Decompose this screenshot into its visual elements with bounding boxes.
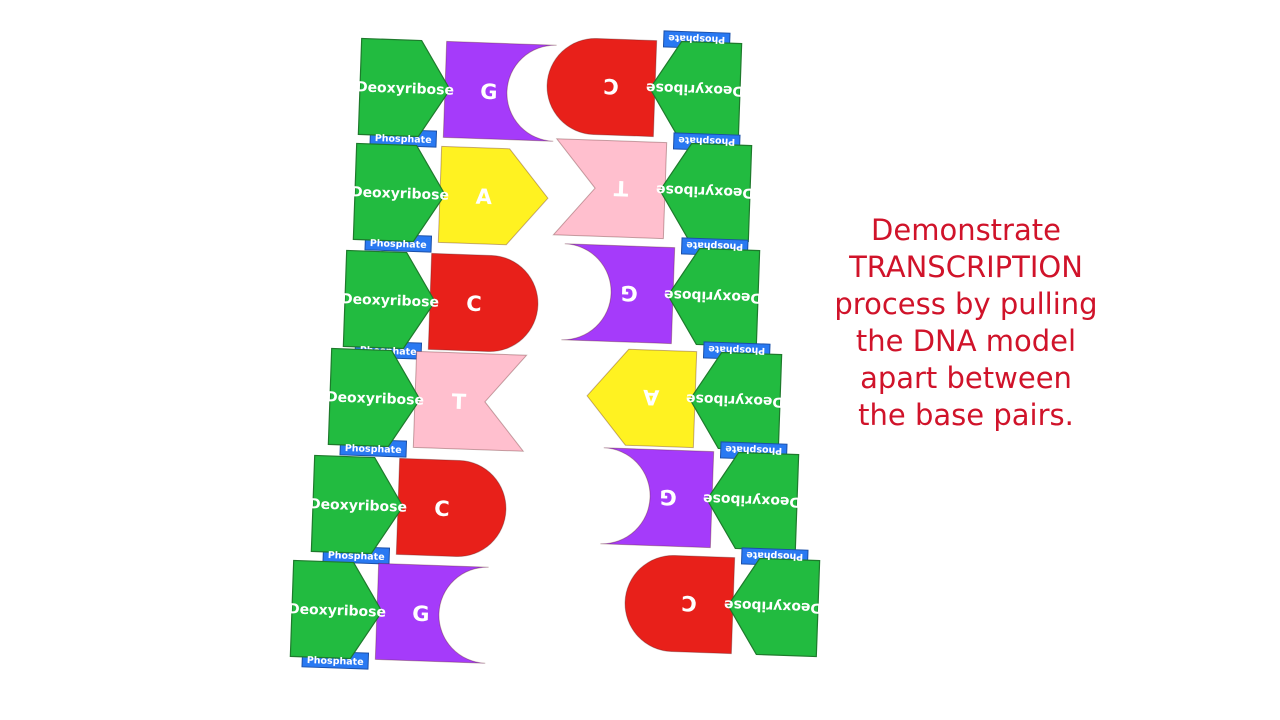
caption-line: the base pairs.	[858, 398, 1074, 432]
base-shape	[427, 252, 539, 352]
left-nucleotide-6: Deoxyribose Phosphate G	[288, 559, 489, 670]
phosphate-label: Phosphate	[345, 443, 402, 456]
left-nucleotide-3: Deoxyribose Phosphate C	[341, 249, 539, 360]
deoxyribose-label: Deoxyribose	[646, 79, 745, 98]
deoxyribose-label: Deoxyribose	[356, 79, 455, 98]
right-nucleotide-3: Deoxyribose Phosphate G	[561, 237, 763, 348]
deoxyribose-label: Deoxyribose	[326, 389, 425, 408]
base-shape	[546, 38, 658, 138]
base-shape	[395, 457, 507, 557]
base-shape	[374, 562, 489, 664]
phosphate-label: Phosphate	[375, 133, 432, 146]
deoxyribose-label: Deoxyribose	[664, 286, 763, 305]
base-shape	[586, 348, 698, 449]
instruction-caption: Demonstrate TRANSCRIPTION process by pul…	[826, 212, 1106, 434]
caption-line: Demonstrate	[871, 213, 1061, 247]
base-shape	[412, 350, 528, 452]
base-shape	[624, 555, 736, 655]
base-letter: C	[466, 292, 482, 317]
base-letter: C	[681, 591, 697, 616]
deoxyribose-label: Deoxyribose	[309, 496, 408, 515]
deoxyribose-sugar	[727, 557, 821, 658]
base-letter: C	[603, 74, 619, 99]
base-letter: T	[613, 176, 629, 201]
left-nucleotide-1: Deoxyribose Phosphate G	[356, 37, 557, 148]
phosphate-label: Phosphate	[678, 134, 735, 147]
phosphate-label: Phosphate	[708, 343, 765, 356]
phosphate-label: Phosphate	[668, 32, 725, 45]
deoxyribose-label: Deoxyribose	[341, 291, 440, 310]
base-letter: A	[475, 185, 493, 210]
left-dna-strand: Deoxyribose Phosphate G Deoxyribose Phos…	[288, 37, 557, 670]
right-nucleotide-6: Deoxyribose Phosphate C	[624, 547, 823, 658]
caption-line: TRANSCRIPTION	[849, 250, 1083, 284]
deoxyribose-sugar	[289, 559, 383, 660]
deoxyribose-label: Deoxyribose	[656, 181, 755, 200]
right-nucleotide-2: Deoxyribose Phosphate T	[552, 132, 755, 243]
base-shape	[442, 40, 557, 142]
deoxyribose-label: Deoxyribose	[351, 184, 450, 203]
deoxyribose-label: Deoxyribose	[288, 601, 387, 620]
left-nucleotide-2: Deoxyribose Phosphate A	[351, 142, 549, 253]
caption-line: process by pulling	[834, 287, 1098, 321]
phosphate-label: Phosphate	[725, 443, 782, 456]
deoxyribose-sugar	[327, 347, 421, 448]
base-letter: G	[412, 602, 430, 627]
deoxyribose-sugar	[357, 37, 451, 138]
phosphate-label: Phosphate	[328, 550, 385, 563]
caption-line: apart between	[860, 361, 1072, 395]
base-letter: G	[480, 80, 498, 105]
base-letter: A	[642, 385, 660, 410]
base-letter: T	[451, 390, 467, 415]
phosphate-label: Phosphate	[686, 239, 743, 252]
deoxyribose-sugar	[310, 454, 404, 555]
right-nucleotide-1: Deoxyribose Phosphate C	[546, 30, 745, 141]
deoxyribose-label: Deoxyribose	[703, 490, 802, 509]
deoxyribose-label: Deoxyribose	[686, 390, 785, 409]
base-shape	[437, 145, 549, 246]
base-letter: C	[434, 497, 450, 522]
phosphate-label: Phosphate	[307, 655, 364, 668]
phosphate-label: Phosphate	[746, 549, 803, 562]
base-shape	[561, 243, 676, 345]
phosphate-label: Phosphate	[370, 238, 427, 251]
base-letter: G	[620, 281, 638, 306]
deoxyribose-label: Deoxyribose	[724, 596, 823, 615]
caption-line: the DNA model	[855, 324, 1077, 358]
left-nucleotide-5: Deoxyribose Phosphate C	[309, 454, 507, 565]
right-nucleotide-5: Deoxyribose Phosphate G	[600, 441, 802, 552]
base-shape	[552, 138, 668, 240]
right-nucleotide-4: Deoxyribose Phosphate A	[586, 341, 785, 452]
right-dna-strand: Deoxyribose Phosphate C Deoxyribose Phos…	[546, 30, 823, 658]
left-nucleotide-4: Deoxyribose Phosphate T	[326, 347, 528, 458]
deoxyribose-sugar	[342, 249, 436, 350]
base-shape	[600, 447, 715, 549]
deoxyribose-sugar	[352, 142, 446, 243]
base-letter: G	[659, 485, 677, 510]
